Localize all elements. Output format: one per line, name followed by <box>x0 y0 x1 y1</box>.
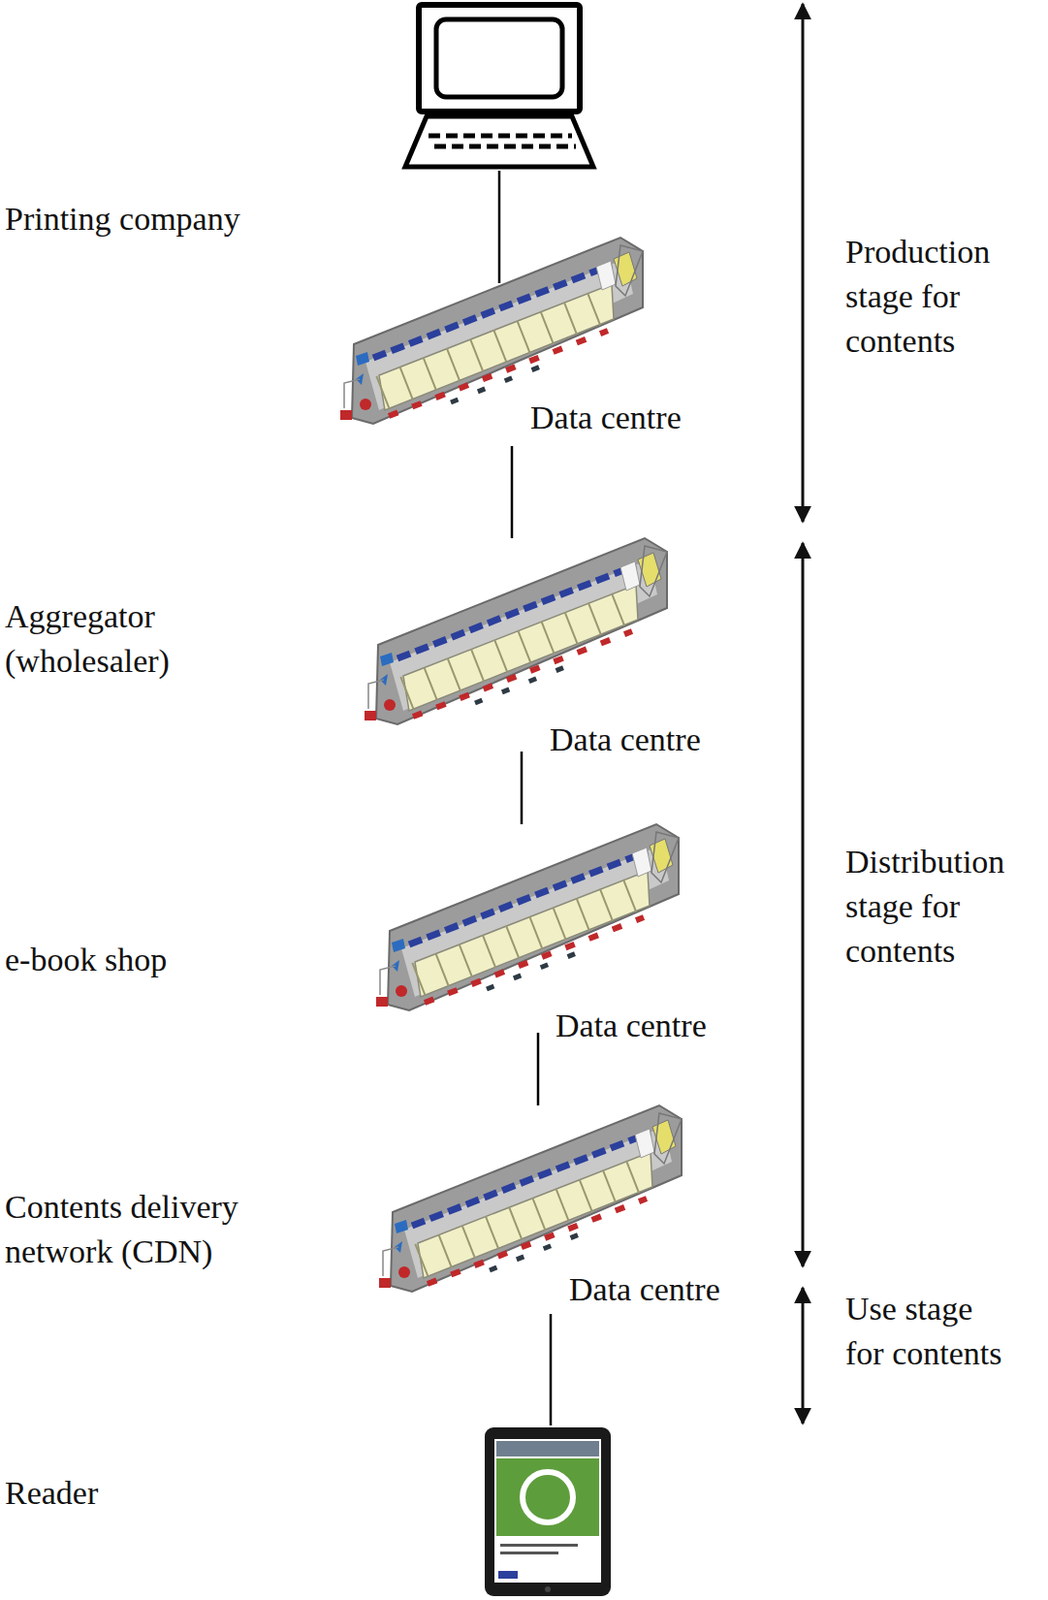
stage-label: Distribution stage for contents <box>845 839 1040 974</box>
data-centre-node: e-book shopData centre <box>370 824 705 1033</box>
data-centre-node: Contents delivery network (CDN)Data cent… <box>373 1105 713 1314</box>
reader-device: Reader <box>484 1425 611 1596</box>
data-centre-label: Data centre <box>569 1267 721 1312</box>
role-label: Contents delivery network (CDN) <box>4 1184 296 1274</box>
connector-line <box>520 751 524 825</box>
stage-label: Use stage for contents <box>845 1286 1011 1376</box>
data-centre-label: Data centre <box>555 1003 707 1048</box>
data-centre-node: Printing companyData centre <box>334 237 665 446</box>
connector-line <box>537 1032 540 1106</box>
data-centre-node: Aggregator (wholesaler)Data centre <box>358 538 689 752</box>
role-label: Printing company <box>4 196 296 242</box>
role-label: e-book shop <box>4 937 296 983</box>
connector-line <box>510 445 514 539</box>
stage-label: Production stage for contents <box>845 229 1040 364</box>
role-label: Aggregator (wholesaler) <box>4 594 233 684</box>
connector-line <box>549 1313 553 1426</box>
role-label: Reader <box>4 1470 296 1516</box>
data-centre-label: Data centre <box>530 395 682 441</box>
data-centre-label: Data centre <box>549 717 701 763</box>
